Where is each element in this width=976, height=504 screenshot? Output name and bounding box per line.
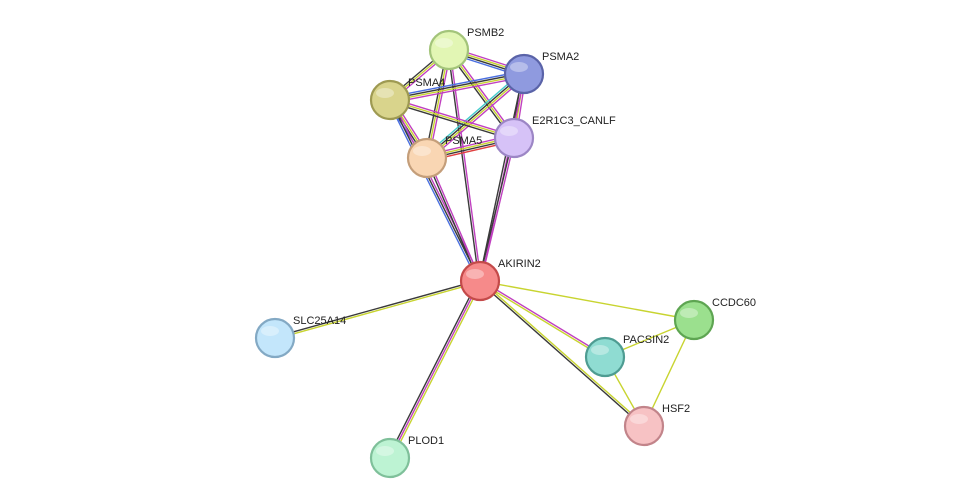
edge-psma4-akirin2 [387, 98, 483, 283]
node-akirin2[interactable]: AKIRIN2 [459, 258, 541, 302]
node-highlight [376, 446, 394, 456]
node-highlight [466, 269, 484, 279]
edge-strand [478, 73, 524, 281]
node-highlight [591, 345, 609, 355]
node-highlight [500, 126, 518, 136]
edge-akirin2-plod1 [387, 279, 483, 460]
node-circle[interactable] [369, 437, 411, 479]
edge-strand [480, 279, 606, 357]
node-label: SLC25A14 [293, 315, 346, 327]
node-circle[interactable] [493, 117, 535, 159]
edge-strand [274, 279, 480, 338]
edge-strand [425, 158, 480, 282]
edge-psma4-e2r1c3_canlf [389, 97, 515, 141]
node-circle[interactable] [503, 53, 545, 95]
node-e2r1c3-canlf[interactable]: E2R1C3_CANLF [493, 115, 616, 159]
node-highlight [630, 414, 648, 424]
node-slc25a14[interactable]: SLC25A14 [254, 315, 346, 359]
edges-layer [274, 46, 695, 460]
node-circle[interactable] [584, 336, 626, 378]
edge-akirin2-slc25a14 [274, 279, 481, 340]
node-highlight [435, 38, 453, 48]
node-ccdc60[interactable]: CCDC60 [673, 297, 756, 341]
edge-strand [389, 72, 524, 100]
edge-strand [478, 137, 514, 281]
edge-strand [427, 157, 482, 281]
edge-strand [479, 281, 605, 359]
node-highlight [261, 326, 279, 336]
node-circle[interactable] [673, 299, 715, 341]
node-label: AKIRIN2 [498, 258, 541, 270]
node-psma4[interactable]: PSMA4 [369, 77, 445, 121]
edge-strand [275, 281, 481, 340]
node-psmb2[interactable]: PSMB2 [428, 27, 504, 71]
edge-strand [389, 101, 514, 141]
edge-strand [389, 70, 524, 98]
node-plod1[interactable]: PLOD1 [369, 435, 444, 479]
node-label: CCDC60 [712, 297, 756, 309]
edge-strand [391, 98, 483, 281]
node-circle[interactable] [254, 317, 296, 359]
node-label: PLOD1 [408, 435, 444, 447]
node-psma2[interactable]: PSMA2 [503, 51, 579, 95]
edge-psma2-psma4 [389, 70, 525, 104]
edge-e2r1c3_canlf-akirin2 [478, 137, 516, 282]
node-circle[interactable] [369, 79, 411, 121]
edge-strand [387, 100, 479, 283]
edge-strand [424, 71, 523, 157]
edge-akirin2-pacsin2 [479, 279, 606, 359]
node-label: HSF2 [662, 403, 690, 415]
node-circle[interactable] [428, 29, 470, 71]
node-label: PSMA4 [408, 77, 445, 89]
edge-strand [391, 281, 483, 460]
node-highlight [510, 62, 528, 72]
edge-psma5-akirin2 [425, 157, 482, 282]
edge-strand [387, 279, 479, 458]
edge-strand [390, 74, 525, 102]
edge-akirin2-ccdc60 [479, 280, 695, 321]
node-label: PSMB2 [467, 27, 504, 39]
edge-strand [478, 281, 644, 428]
edge-akirin2-hsf2 [478, 279, 646, 428]
edge-psma2-psma5 [424, 71, 527, 161]
node-label: PSMA5 [445, 135, 482, 147]
edge-strand [480, 138, 516, 282]
edge-strand [390, 76, 525, 104]
node-hsf2[interactable]: HSF2 [623, 403, 690, 447]
node-highlight [376, 88, 394, 98]
edge-strand [389, 99, 515, 139]
edge-strand [479, 280, 695, 321]
edge-strand [389, 99, 481, 282]
node-circle[interactable] [459, 260, 501, 302]
node-pacsin2[interactable]: PACSIN2 [584, 334, 669, 378]
edge-strand [480, 279, 646, 426]
edge-strand [390, 97, 515, 137]
node-psma5[interactable]: PSMA5 [406, 135, 482, 179]
node-label: PACSIN2 [623, 334, 669, 346]
edge-strand [427, 74, 526, 160]
node-highlight [680, 308, 698, 318]
node-highlight [413, 146, 431, 156]
edge-strand [428, 75, 527, 161]
node-label: E2R1C3_CANLF [532, 115, 616, 127]
edge-strand [425, 72, 524, 158]
edge-strand [389, 280, 481, 459]
node-label: PSMA2 [542, 51, 579, 63]
node-circle[interactable] [406, 137, 448, 179]
node-circle[interactable] [623, 405, 665, 447]
